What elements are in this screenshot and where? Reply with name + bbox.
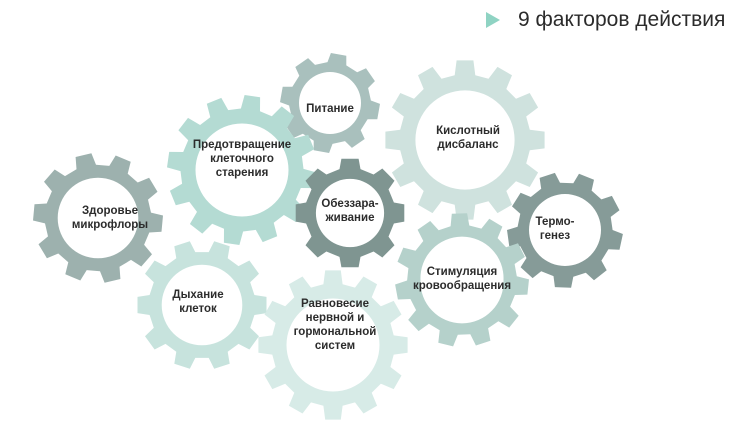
gear-termo-shape (507, 172, 623, 288)
page-title: 9 факторов действия (518, 8, 726, 31)
gear-predotvr-label: клеточного (210, 153, 274, 165)
gear-ravnovesie: Равновесие нервной и гормональной систем (258, 270, 408, 420)
gear-ravnovesie-label: нервной и (306, 312, 365, 324)
gear-ravnovesie-label: гормональной (294, 326, 377, 338)
gear-kislotny: Кислотный дисбаланс (385, 60, 545, 220)
header: 9 факторов действия (486, 6, 725, 34)
gear-predotvr-label: Предотвращение (193, 139, 291, 151)
gear-zdorovie-shape (33, 153, 163, 283)
gear-dyhanie: Дыхание клеток (137, 241, 267, 369)
gear-termo-label: генез (540, 230, 571, 242)
gear-ravnovesie-label: систем (315, 340, 355, 352)
gear-predotvr-shape (167, 95, 317, 245)
gear-kislotny-label: Кислотный (436, 125, 500, 137)
gear-pitanie-label: Питание (306, 103, 354, 115)
gear-stimul-label: кровообращения (413, 280, 511, 292)
triangle-bullet-icon (486, 12, 500, 28)
gear-kislotny-label: дисбаланс (437, 139, 499, 151)
gear-predotvr: Предотвращение клеточного старения (167, 95, 317, 245)
gear-zdorovie-label: Здоровье (82, 205, 138, 217)
gear-ravnovesie-label: Равновесие (301, 298, 369, 310)
gear-stimul-label: Стимуляция (427, 266, 497, 278)
gear-pitanie: Питание (280, 53, 380, 153)
gear-dyhanie-label: клеток (179, 303, 217, 315)
gear-termo-label: Термо- (536, 216, 575, 228)
gear-obezzar-label: Обеззара- (321, 198, 378, 210)
gear-obezzar-shape (295, 158, 405, 268)
gear-ravnovesie-shape (258, 270, 408, 420)
gear-pitanie-shape (280, 53, 380, 153)
gear-dyhanie-shape (137, 241, 267, 369)
gear-dyhanie-label: Дыхание (172, 289, 223, 301)
gear-obezzar-label: живание (325, 212, 375, 224)
gear-kislotny-shape (385, 60, 545, 220)
gear-termo: Термо-генез (507, 172, 623, 288)
gear-stimul-shape (395, 213, 529, 347)
gear-zdorovie-label: микрофлоры (72, 219, 148, 231)
gear-predotvr-label: старения (216, 167, 269, 179)
gear-obezzar: Обеззара-живание (295, 158, 405, 268)
gear-stimul: Стимуляция кровообращения (395, 213, 529, 347)
gear-zdorovie: Здоровье микрофлоры (33, 153, 163, 283)
